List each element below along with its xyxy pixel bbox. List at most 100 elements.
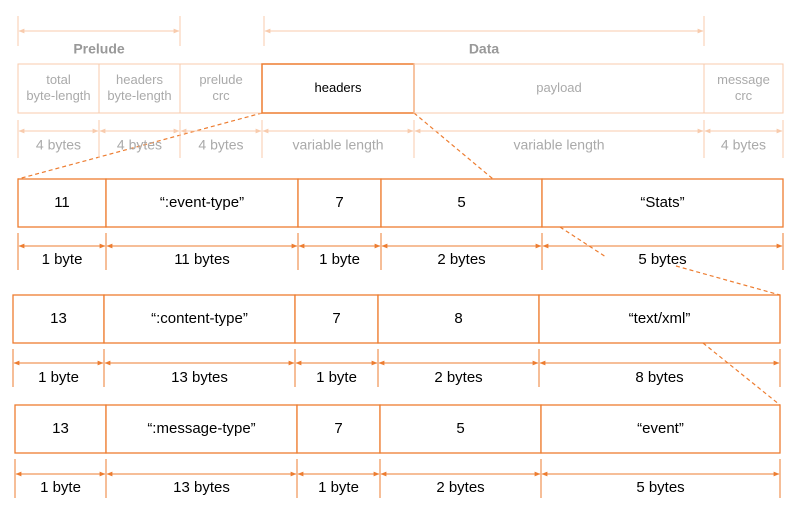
- header-field-size: 1 byte: [318, 479, 359, 496]
- header-field-size: 8 bytes: [635, 369, 683, 386]
- message-cell-label-line: crc: [735, 88, 753, 103]
- header-field: 7 1 byte: [297, 178, 382, 270]
- group-data: Data: [263, 16, 705, 57]
- message-cell-size-line: 4 bytes: [198, 137, 243, 153]
- message-cell-label-line: headers: [116, 72, 163, 87]
- message-cell-size: 4 bytes: [198, 137, 243, 153]
- header-field-value-line: “:event-type”: [160, 194, 244, 211]
- header-field-size-line: 2 bytes: [437, 251, 485, 268]
- header-field: 5 2 bytes: [379, 404, 542, 498]
- message-cell-label-line: crc: [212, 88, 230, 103]
- header-field-size: 1 byte: [40, 479, 81, 496]
- header-field-value: “:message-type”: [147, 420, 255, 437]
- header-field-value: 13: [50, 310, 67, 327]
- header-field-size-line: 11 bytes: [174, 251, 230, 268]
- header-field-box: [14, 404, 107, 454]
- header-field: 11 1 byte: [17, 178, 107, 270]
- header-field-value: 8: [454, 310, 462, 327]
- header-field-value-line: 5: [456, 420, 464, 437]
- header-field-box: [12, 294, 105, 344]
- header-field-value: 13: [52, 420, 69, 437]
- header-field-box: [538, 294, 781, 344]
- header-field: 7 1 byte: [294, 294, 379, 387]
- header-field-size: 1 byte: [319, 251, 360, 268]
- header-field-size-line: 8 bytes: [635, 369, 683, 386]
- header-field-size-line: 1 byte: [318, 479, 359, 496]
- group-label-line: Data: [469, 41, 500, 57]
- header-row-2: 13 1 byte “:content-type” 13 bytes 7 1 byte 8 2…: [12, 294, 781, 387]
- header-field-value-line: 7: [335, 194, 343, 211]
- header-field-value: “event”: [637, 420, 684, 437]
- group-prelude: Prelude: [17, 16, 181, 57]
- header-field-size: 2 bytes: [434, 369, 482, 386]
- header-field-value: “Stats”: [640, 194, 684, 211]
- message-cell-label-line: message: [717, 72, 770, 87]
- header-field-size-line: 2 bytes: [436, 479, 484, 496]
- zoom-connector-left: [17, 112, 263, 180]
- message-cell-label-line: total: [46, 72, 71, 87]
- header-field-value-line: 7: [332, 310, 340, 327]
- header-field-box: [296, 404, 381, 454]
- header-field-size-line: 2 bytes: [434, 369, 482, 386]
- header-field-value-line: “text/xml”: [629, 310, 691, 327]
- header-field-size-line: 5 bytes: [638, 251, 686, 268]
- header-field-value: 11: [54, 194, 70, 211]
- header-field-size: 13 bytes: [171, 369, 228, 386]
- message-cell-size: variable length: [513, 137, 604, 153]
- message-cell-size: 4 bytes: [117, 137, 162, 153]
- message-cell-payload: payload variable length: [413, 63, 705, 158]
- header-field-value: “:content-type”: [151, 310, 248, 327]
- header-field-value-line: “:content-type”: [151, 310, 248, 327]
- header-field-value-line: 13: [52, 420, 69, 437]
- message-cell-size-line: 4 bytes: [721, 137, 766, 153]
- message-cell-size-line: 4 bytes: [117, 137, 162, 153]
- header-field-value: 7: [335, 194, 343, 211]
- header-field-size: 5 bytes: [636, 479, 684, 496]
- header-field: 71 byte: [296, 404, 381, 498]
- row-connector-1b: [675, 265, 781, 296]
- header-field-value-line: 11: [54, 194, 70, 211]
- header-field-size: 1 byte: [38, 369, 79, 386]
- message-cell-label: payload: [536, 80, 582, 95]
- header-field: “:event-type” 11 bytes: [105, 178, 299, 270]
- header-field-box: [541, 178, 784, 228]
- message-cell-box: [703, 63, 784, 114]
- header-field-size-line: 1 byte: [316, 369, 357, 386]
- header-field: 13 1 byte: [12, 294, 105, 387]
- header-field: “Stats” 5 bytes: [541, 178, 784, 270]
- header-field-size-line: 13 bytes: [171, 369, 228, 386]
- message-cell-size-line: 4 bytes: [36, 137, 81, 153]
- header-field-box: [297, 178, 382, 228]
- header-field: “:message-type” 13 bytes: [105, 404, 298, 498]
- header-field-value-line: 8: [454, 310, 462, 327]
- header-field-size: 5 bytes: [638, 251, 686, 268]
- header-field-box: [379, 404, 542, 454]
- header-field-value-line: 5: [457, 194, 465, 211]
- group-label: Data: [469, 41, 500, 57]
- zoom-connector-right: [413, 112, 494, 180]
- header-field-value: 5: [457, 194, 465, 211]
- header-field-size: 13 bytes: [173, 479, 230, 496]
- header-field-box: [377, 294, 540, 344]
- header-field-box: [540, 404, 781, 454]
- header-field-value-line: 13: [50, 310, 67, 327]
- header-field-size-line: 13 bytes: [173, 479, 230, 496]
- header-field-size: 1 byte: [42, 251, 83, 268]
- header-field: “text/xml” 8 bytes: [538, 294, 781, 387]
- message-cell-label: headers: [315, 80, 362, 95]
- header-field-box: [17, 178, 107, 228]
- header-field: 8 2 bytes: [377, 294, 540, 387]
- message-cell-size: variable length: [292, 137, 383, 153]
- header-field-size-line: 5 bytes: [636, 479, 684, 496]
- row-connector-1a: [559, 226, 607, 258]
- group-label: Prelude: [73, 41, 125, 57]
- header-field-value: 7: [332, 310, 340, 327]
